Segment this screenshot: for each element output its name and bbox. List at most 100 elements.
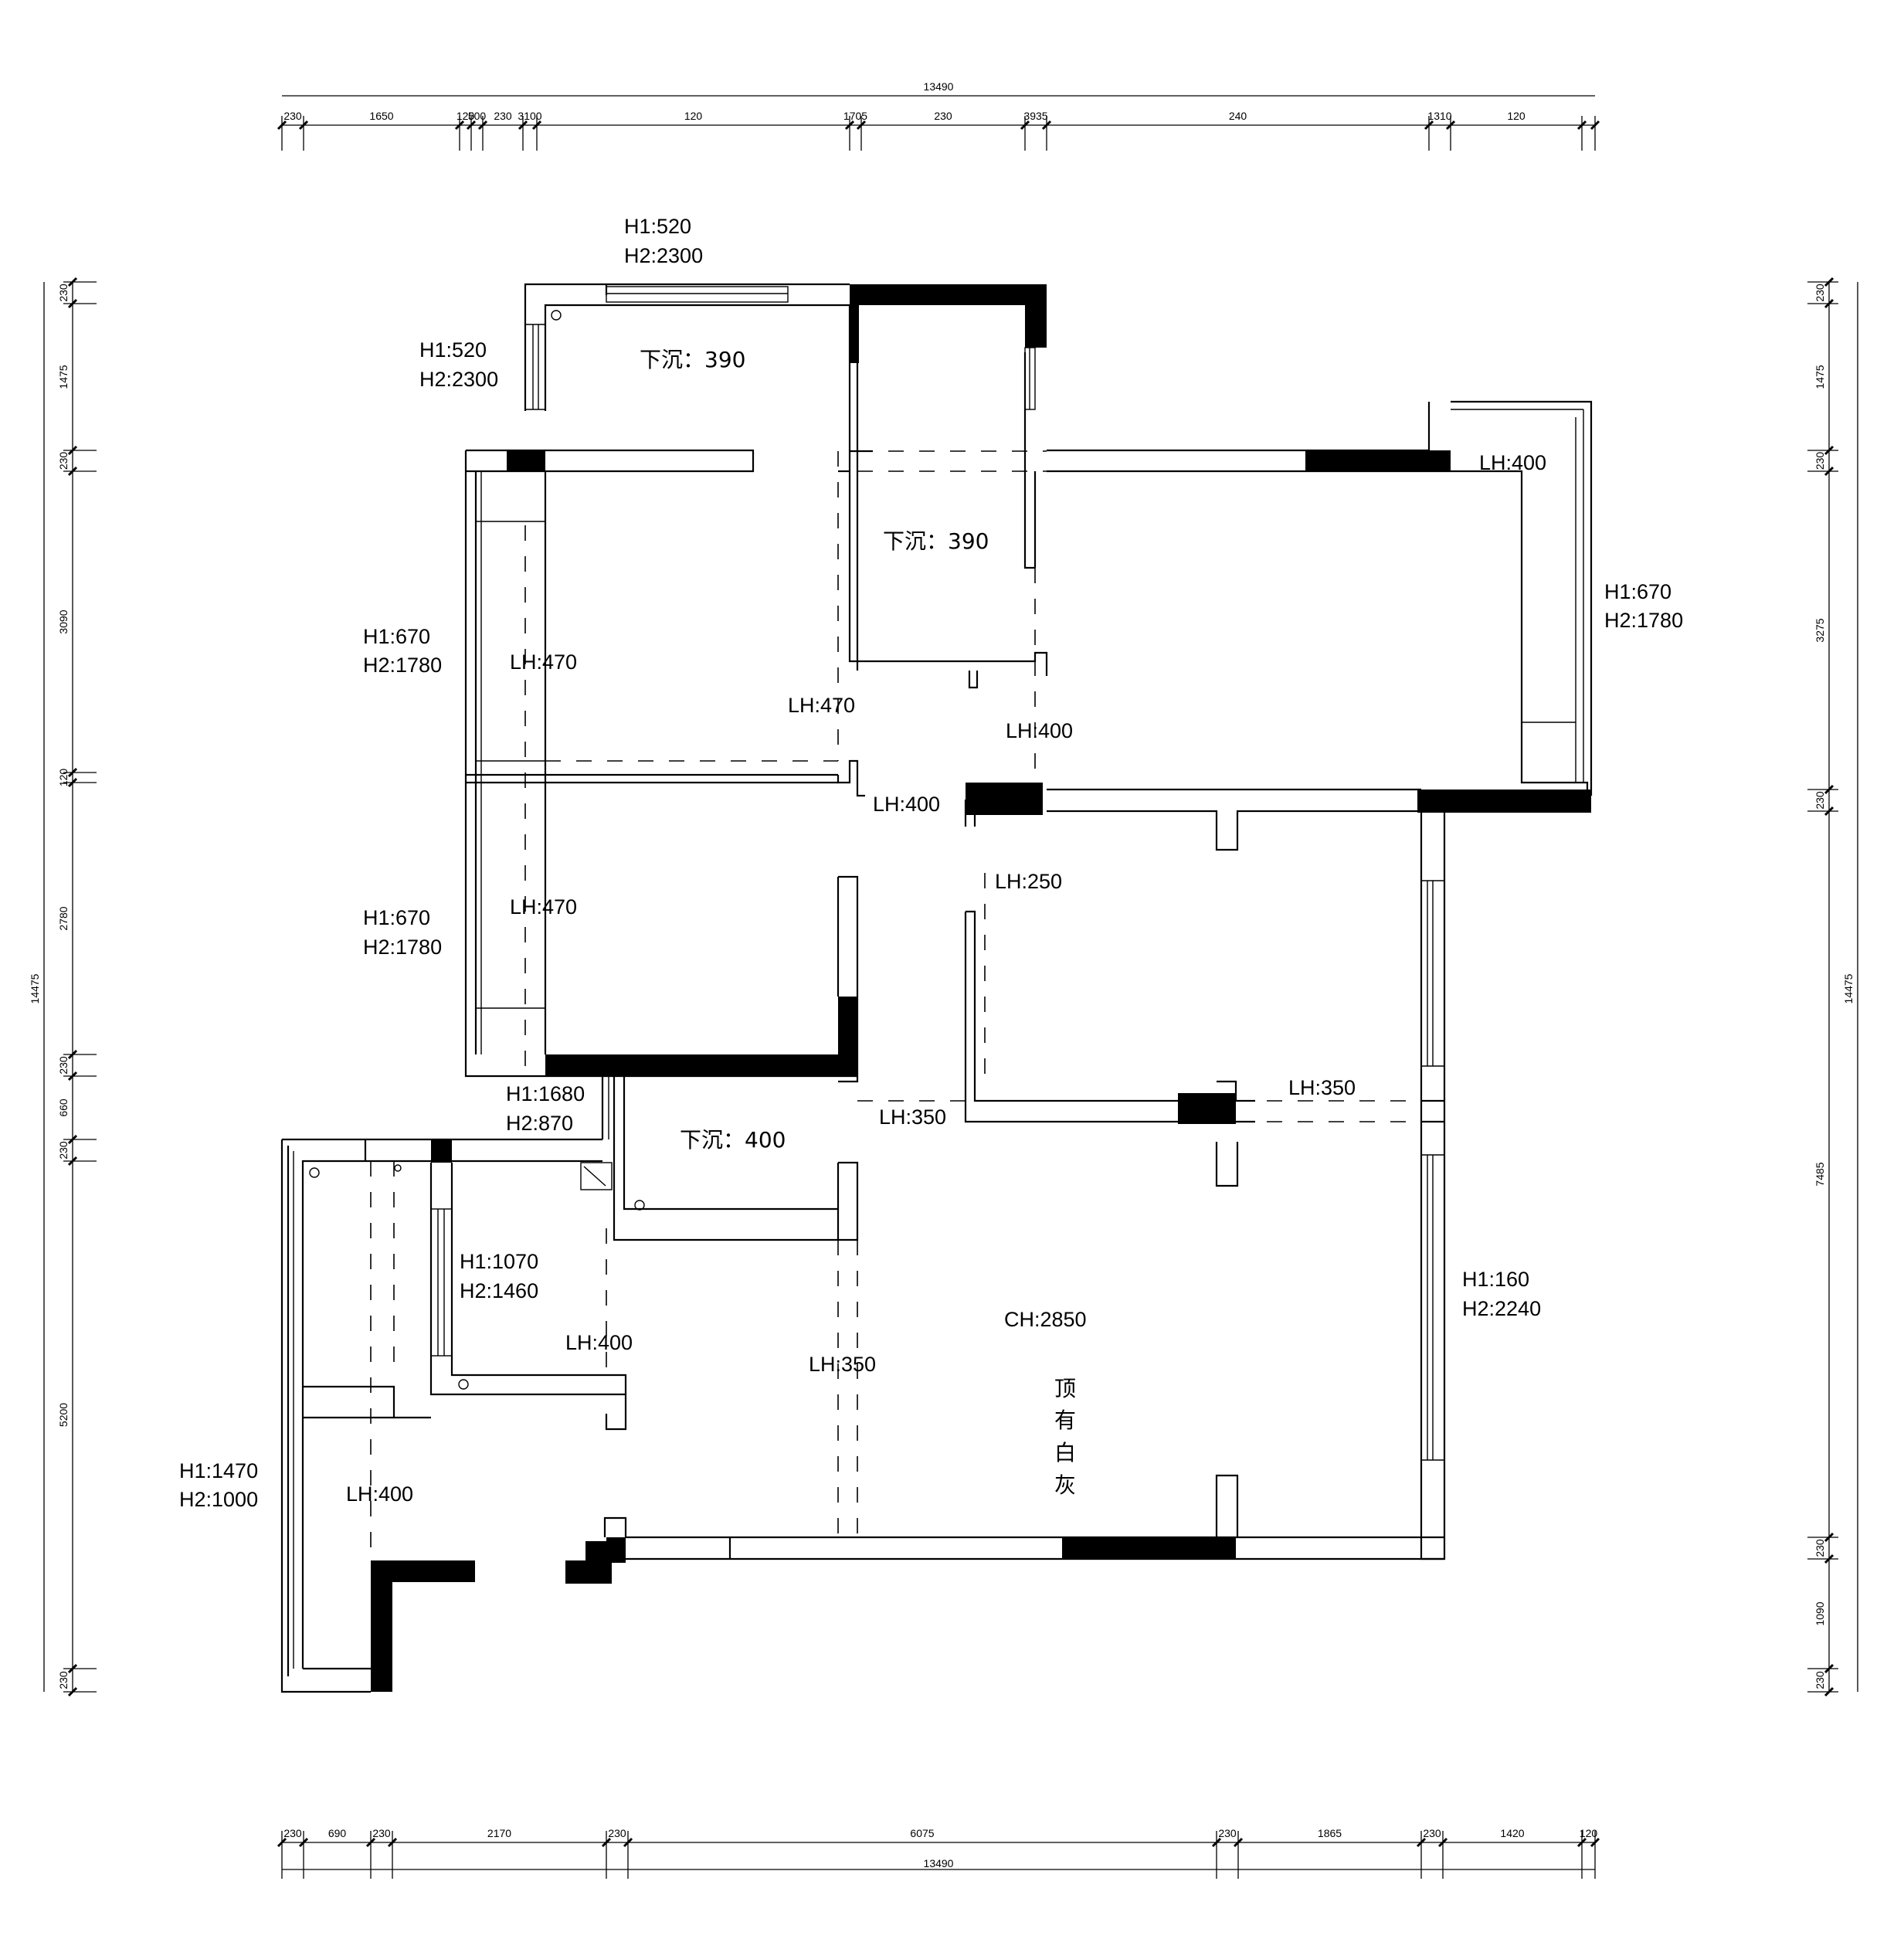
left-dimension-text: 230 — [57, 1671, 70, 1689]
lh-400-c: LH:400 — [565, 1331, 633, 1354]
bottom-dimension-text: 1865 — [1318, 1827, 1342, 1839]
top-dimension-text: 230 — [494, 110, 512, 122]
top-dimension-text: 120 — [1507, 110, 1526, 122]
window-bath-h2: H2:1460 — [460, 1279, 538, 1302]
structural-columns — [371, 284, 1591, 1692]
bottom-tick — [623, 1837, 633, 1848]
top-tick — [518, 120, 528, 131]
right-tick — [1824, 806, 1834, 817]
right-dimension-text: 230 — [1814, 791, 1826, 810]
ceiling-note-4: 灰 — [1054, 1472, 1076, 1498]
bottom-dimension-text: 230 — [1218, 1827, 1237, 1839]
annotations: H1:520 H2:2300 H1:520 H2:2300 下沉：390 下沉：… — [179, 215, 1683, 1511]
walls — [280, 283, 1593, 1693]
bottom-tick — [1576, 1837, 1587, 1848]
lh-350-a: LH:350 — [879, 1105, 946, 1129]
right-total-dimension: 14475 — [1842, 973, 1855, 1003]
bottom-dimension-text: 1420 — [1500, 1827, 1524, 1839]
top-tick — [1576, 120, 1587, 131]
bottom-dimension-text: 230 — [1423, 1827, 1441, 1839]
top-tick — [1445, 120, 1456, 131]
sink-label-2: 下沉：390 — [883, 528, 989, 554]
right-dimension-text: 1475 — [1814, 365, 1826, 389]
top-dimension-text: 240 — [1229, 110, 1247, 122]
bottom-dimension-text: 690 — [328, 1827, 347, 1839]
sink-label-3: 下沉：400 — [680, 1127, 786, 1153]
lh-400-d: LH:400 — [346, 1482, 413, 1506]
left-dimension-text: 230 — [57, 1141, 70, 1160]
left-dimension-text: 230 — [57, 452, 70, 470]
top-dimension-text: 1705 — [843, 110, 867, 122]
lh-mid: LH:470 — [788, 694, 855, 717]
bottom-total-dimension: 13490 — [924, 1857, 954, 1869]
left-dimension-text: 5200 — [57, 1403, 70, 1427]
lh-350-c: LH:350 — [809, 1353, 876, 1376]
top-tick — [277, 120, 287, 131]
lh-250: LH:250 — [995, 870, 1062, 893]
top-dimension-text: 3100 — [518, 110, 541, 122]
lh-400-b: LH:400 — [873, 793, 940, 816]
left-tick — [67, 445, 78, 456]
sink-label-1: 下沉：390 — [640, 347, 745, 372]
ceiling-note-3: 白 — [1054, 1440, 1076, 1465]
top-tick — [454, 120, 465, 131]
left-dimension-text: 3090 — [57, 610, 70, 633]
right-dimension-text: 1090 — [1814, 1601, 1826, 1625]
bottom-tick — [1416, 1837, 1427, 1848]
bottom-dimension-text: 230 — [608, 1827, 626, 1839]
top-tick — [298, 120, 309, 131]
lh-400-a: LH:400 — [1006, 719, 1073, 742]
window-se-h1: H1:160 — [1462, 1268, 1529, 1291]
right-tick — [1824, 298, 1834, 309]
left-tick — [67, 466, 78, 477]
window-se-h2: H2:2240 — [1462, 1297, 1541, 1320]
window-nw-h2: H2:2300 — [419, 368, 498, 391]
left-total-dimension: 14475 — [29, 973, 41, 1003]
window-west2-h1: H1:670 — [363, 906, 430, 929]
left-tick — [67, 1134, 78, 1145]
top-tick — [531, 120, 542, 131]
right-tick — [1824, 1554, 1834, 1564]
bottom-tick — [387, 1837, 398, 1848]
left-tick — [67, 298, 78, 309]
window-east-h1: H1:670 — [1604, 580, 1672, 603]
lh-right-top: LH:400 — [1479, 451, 1546, 474]
lh-350-b: LH:350 — [1288, 1076, 1356, 1099]
right-dimension-text: 230 — [1814, 1671, 1826, 1689]
right-dimension-text: 230 — [1814, 452, 1826, 470]
left-tick — [67, 1156, 78, 1166]
top-tick — [466, 120, 477, 131]
top-tick — [477, 120, 488, 131]
lh-west2: LH:470 — [510, 895, 577, 919]
window-sw-h2: H2:1000 — [179, 1488, 258, 1511]
left-tick — [67, 277, 78, 287]
top-dimension-text: 120 — [684, 110, 703, 122]
right-dimension-text: 7485 — [1814, 1162, 1826, 1186]
window-east-h2: H2:1780 — [1604, 609, 1683, 632]
bottom-tick — [277, 1837, 287, 1848]
window-west1-h1: H1:670 — [363, 625, 430, 648]
left-dimension-text: 1475 — [57, 365, 70, 389]
top-tick — [1590, 120, 1600, 131]
left-dimension-text: 2780 — [57, 906, 70, 930]
window-top-h2: H2:2300 — [624, 244, 703, 267]
left-dimension-text: 660 — [57, 1099, 70, 1117]
bottom-tick — [365, 1837, 376, 1848]
ceiling-note-1: 顶 — [1054, 1376, 1076, 1401]
bottom-tick — [1233, 1837, 1244, 1848]
top-tick — [1041, 120, 1052, 131]
bottom-tick — [298, 1837, 309, 1848]
right-tick — [1824, 784, 1834, 795]
bottom-tick — [601, 1837, 612, 1848]
left-tick — [67, 767, 78, 778]
top-total-dimension: 13490 — [924, 80, 954, 93]
top-dimension-text: 3935 — [1023, 110, 1047, 122]
ceiling-note-2: 有 — [1054, 1408, 1076, 1433]
left-dimension-text: 230 — [57, 284, 70, 302]
top-tick — [844, 120, 855, 131]
